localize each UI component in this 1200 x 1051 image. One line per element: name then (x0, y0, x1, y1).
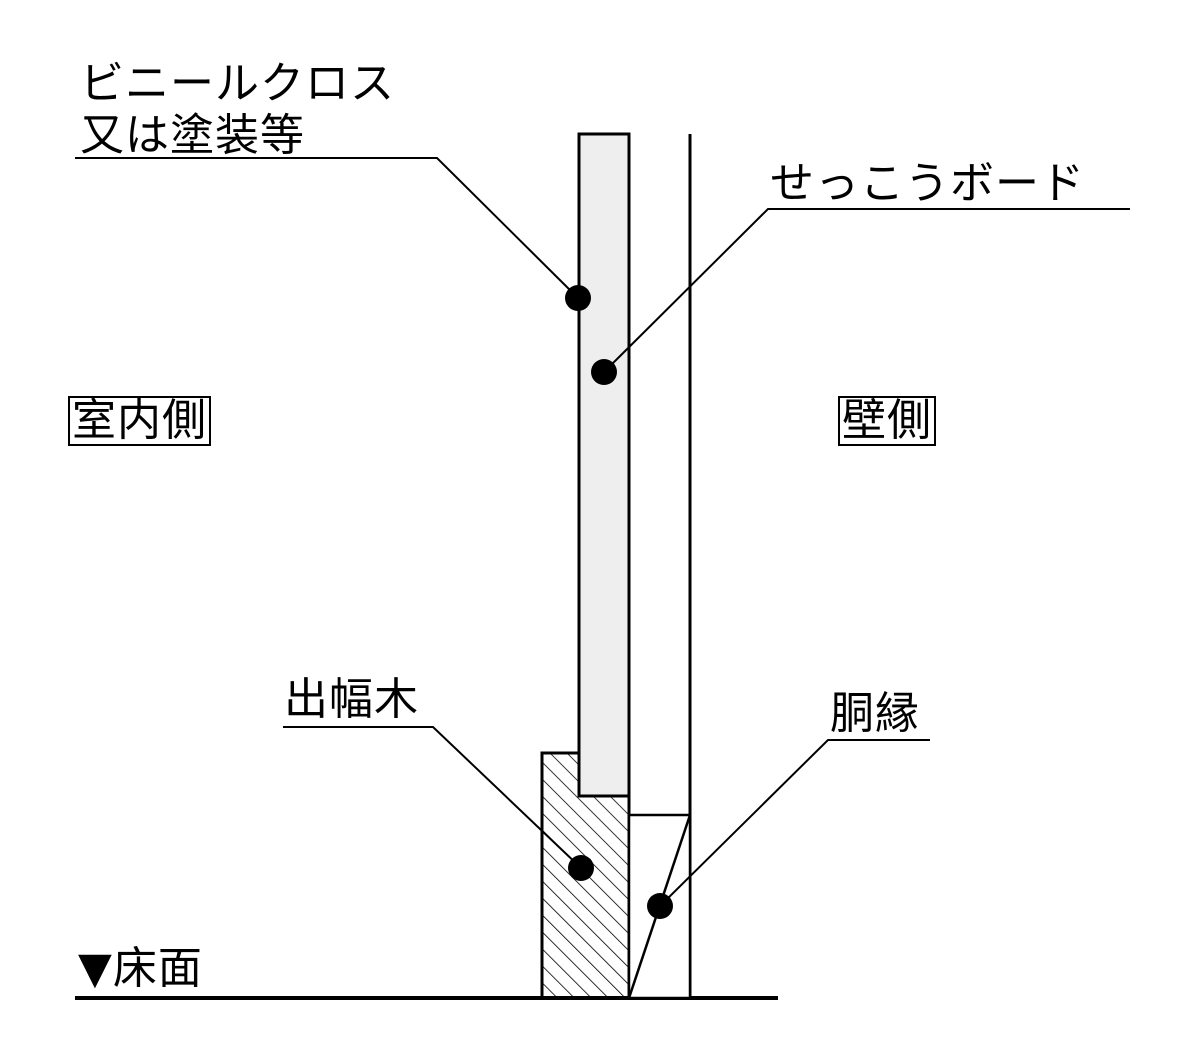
leader-furring (659, 739, 930, 907)
label-vinyl-cloth-line2: 又は塗装等 (80, 110, 305, 161)
gypsum-board (577, 132, 631, 798)
label-wall-side: 壁側 (838, 396, 936, 446)
label-baseboard: 出幅木 (284, 674, 419, 725)
floor-level-marker-icon: ▼ (78, 943, 113, 994)
dot-baseboard (568, 855, 594, 881)
leader-gypsum (603, 208, 1130, 373)
label-floor-text: 床面 (112, 943, 203, 994)
dot-vinyl (565, 285, 591, 311)
dot-gypsum (591, 359, 617, 385)
leader-baseboard (283, 726, 582, 869)
dot-furring (647, 893, 673, 919)
leader-vinyl (75, 157, 579, 299)
label-furring: 胴縁 (830, 688, 920, 739)
label-gypsum-board: せっこうボード (770, 158, 1085, 209)
label-indoor-side: 室内側 (68, 396, 211, 446)
label-floor-level: ▼床面 (78, 943, 203, 995)
label-vinyl-cloth-line1: ビニールクロス (80, 58, 395, 109)
